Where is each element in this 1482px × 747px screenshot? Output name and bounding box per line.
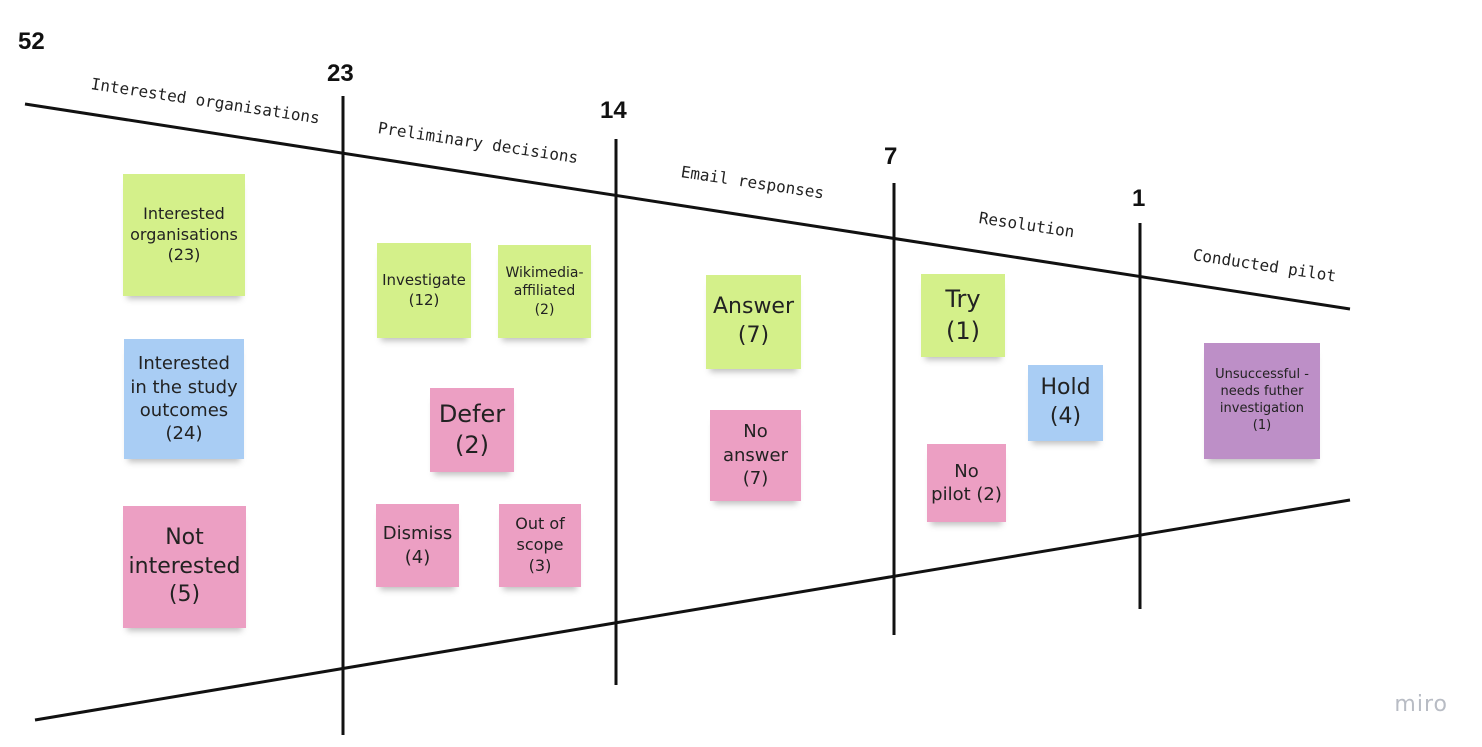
count-stage-4: 7 <box>884 143 898 170</box>
funnel-bottom-line <box>34 498 1351 722</box>
sticky-note-interested-organisations[interactable]: Interested organisations (23) <box>123 174 245 296</box>
count-total: 52 <box>18 28 45 55</box>
sticky-note-dismiss[interactable]: Dismiss (4) <box>376 504 459 587</box>
count-stage-3: 14 <box>600 97 627 124</box>
sticky-note-no-answer[interactable]: No answer (7) <box>710 410 801 501</box>
count-stage-2: 23 <box>327 60 354 87</box>
sticky-note-hold[interactable]: Hold (4) <box>1028 365 1103 441</box>
sticky-note-investigate[interactable]: Investigate (12) <box>377 243 471 338</box>
count-stage-5: 1 <box>1132 185 1146 212</box>
sticky-note-out-of-scope[interactable]: Out of scope (3) <box>499 504 581 587</box>
sticky-note-no-pilot[interactable]: No pilot (2) <box>927 444 1006 522</box>
miro-logo: miro <box>1394 692 1448 717</box>
sticky-note-defer[interactable]: Defer (2) <box>430 388 514 472</box>
sticky-note-answer[interactable]: Answer (7) <box>706 275 801 369</box>
sticky-note-interested-in-study-outcomes[interactable]: Interested in the study outcomes (24) <box>124 339 244 459</box>
sticky-note-try[interactable]: Try (1) <box>921 274 1005 357</box>
sticky-note-unsuccessful[interactable]: Unsuccessful - needs futher investigatio… <box>1204 343 1320 459</box>
sticky-note-wikimedia-affiliated[interactable]: Wikimedia- affiliated (2) <box>498 245 591 338</box>
sticky-note-not-interested[interactable]: Not interested (5) <box>123 506 246 628</box>
funnel-top-line <box>24 102 1351 311</box>
